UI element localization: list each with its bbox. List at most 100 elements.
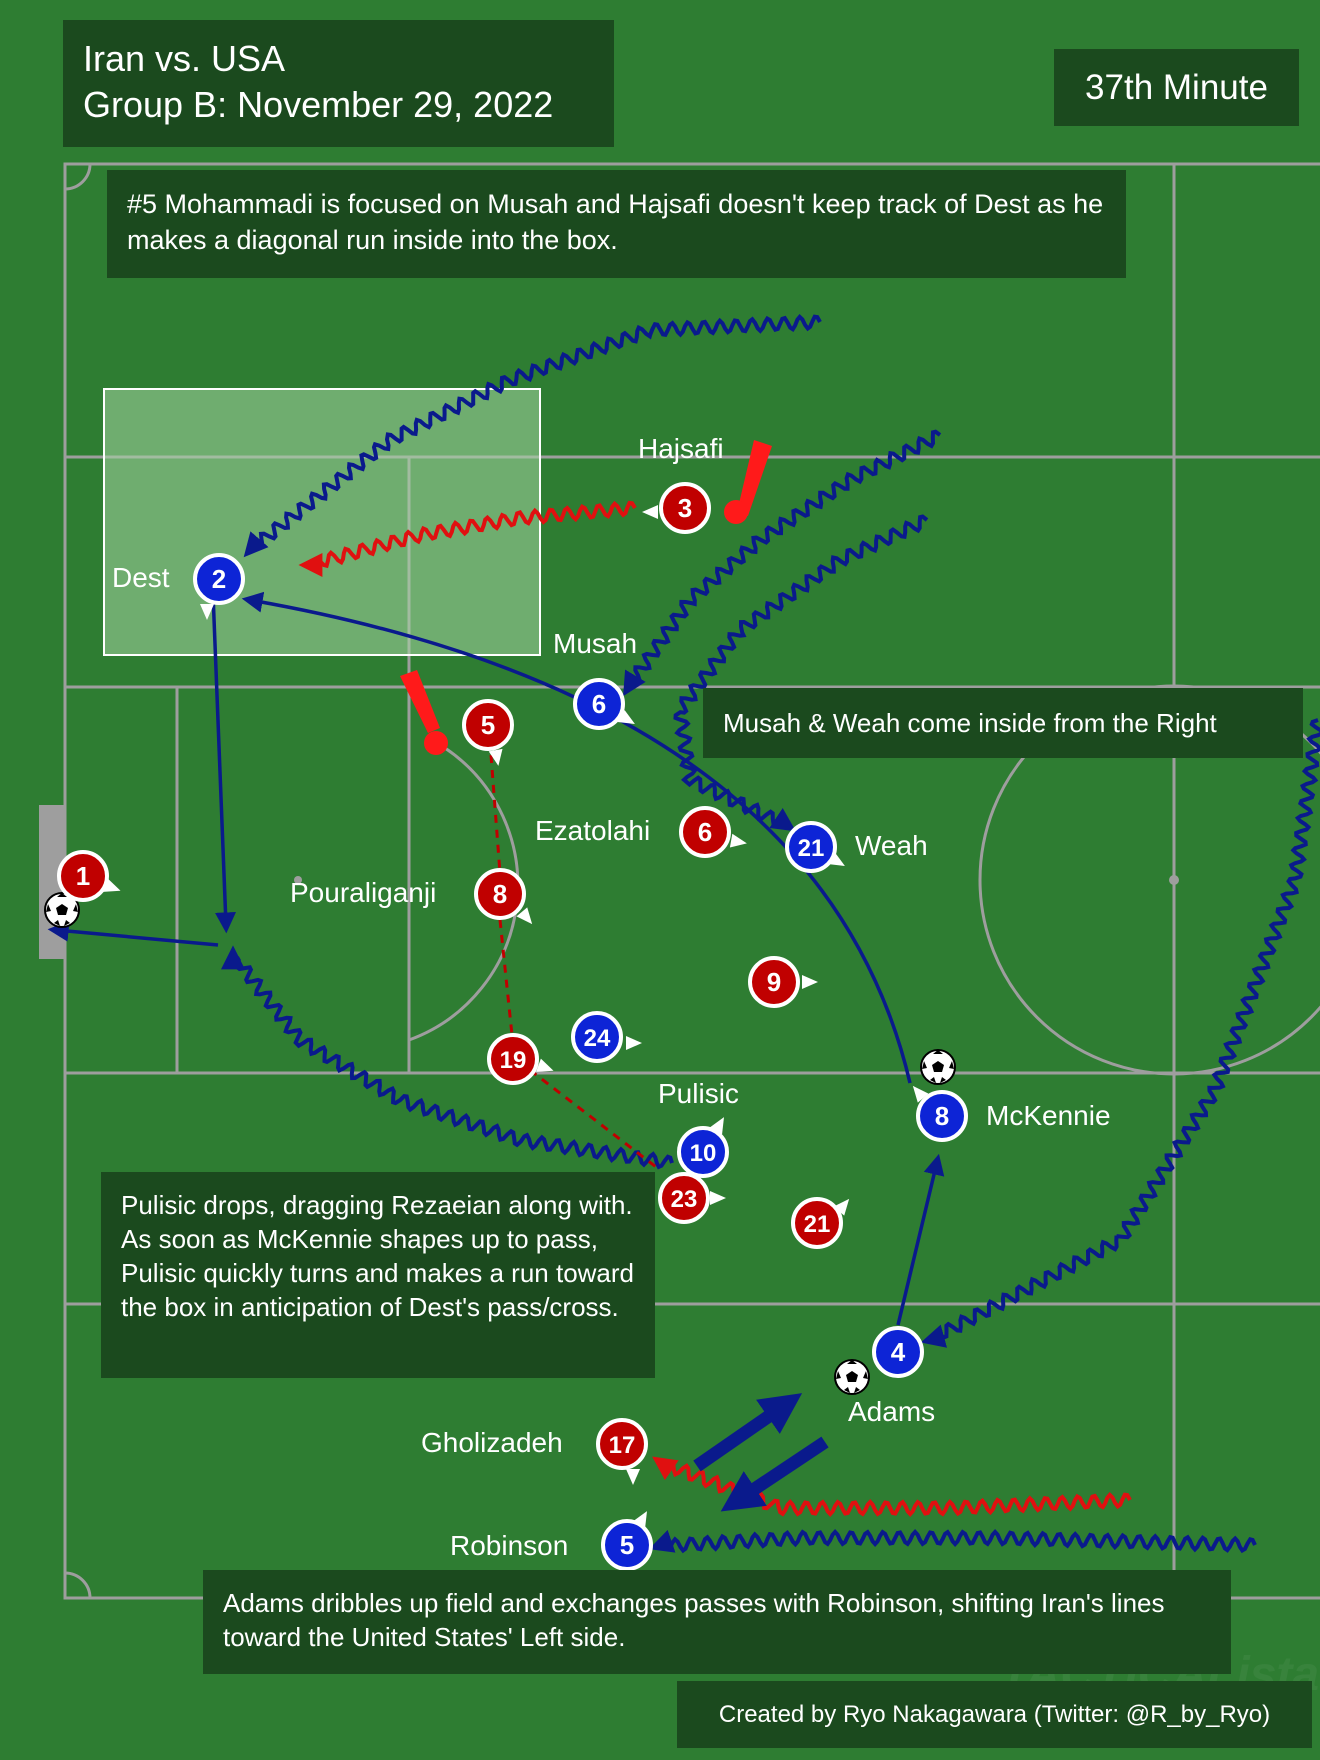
dest-pass-line — [211, 592, 236, 934]
credit-panel: Created by Ryo Nakagawara (Twitter: @R_b… — [677, 1681, 1312, 1748]
player-label-gholizadeh: Gholizadeh — [421, 1427, 563, 1458]
iran-player-no-19: 19 — [487, 1033, 554, 1085]
player-label-pouraliganji: Pouraliganji — [290, 877, 437, 908]
player-number: 1 — [76, 861, 90, 891]
player-label-robinson: Robinson — [450, 1530, 569, 1561]
direction-triangle-icon — [729, 833, 747, 848]
direction-triangle-icon — [709, 1117, 724, 1135]
player-disc — [785, 821, 837, 873]
weah-run-path — [673, 514, 929, 832]
direction-triangle-icon — [626, 1036, 642, 1050]
direction-triangle-icon — [536, 1058, 554, 1072]
annotation-top: #5 Mohammadi is focused on Musah and Haj… — [107, 170, 1126, 278]
player-label-weah: Weah — [855, 830, 928, 861]
player-disc — [791, 1197, 843, 1249]
direction-triangle-icon — [617, 709, 635, 724]
direction-triangle-icon — [802, 975, 818, 989]
usa-player-dest: 2 — [193, 553, 245, 620]
player-label-pulisic: Pulisic — [658, 1078, 739, 1109]
player-number: 21 — [804, 1211, 831, 1238]
iran-player-no-23: 23 — [658, 1172, 726, 1224]
player-disc — [193, 553, 245, 605]
iran-player-no-1: 1 — [57, 850, 121, 902]
player-label-dest: Dest — [112, 562, 170, 593]
iran-player-hajsafi: 3 — [642, 482, 711, 534]
direction-triangle-icon — [488, 748, 503, 766]
match-title: Iran vs. USA — [83, 38, 286, 79]
player-number: 21 — [798, 835, 825, 862]
soccer-ball-icon — [920, 1049, 956, 1085]
player-disc — [677, 1126, 729, 1178]
usa-player-robinson: 5 — [601, 1511, 653, 1571]
direction-triangle-icon — [833, 1198, 850, 1216]
adams-pass-line — [896, 1153, 945, 1326]
player-label-mckennie: McKennie — [986, 1100, 1111, 1131]
player-disc — [596, 1418, 648, 1470]
player-number: 5 — [481, 710, 495, 740]
minute-label: 37th Minute — [1085, 67, 1268, 107]
player-number: 5 — [620, 1530, 634, 1560]
usa-player-pulisic: 10 — [677, 1117, 729, 1178]
exchange-arrow-down — [720, 1436, 829, 1512]
player-number: 4 — [891, 1337, 906, 1367]
player-number: 17 — [609, 1432, 636, 1459]
pulisic-run-path — [221, 945, 674, 1170]
gholizadeh-run-path — [652, 1456, 1132, 1517]
annotation-right: Musah & Weah come inside from the Right — [703, 688, 1303, 758]
player-label-hajsafi: Hajsafi — [638, 433, 724, 464]
player-disc — [487, 1033, 539, 1085]
exclamation-icon — [724, 440, 772, 524]
right-flank-run-path — [920, 718, 1320, 1348]
iran-line-links — [489, 754, 661, 1172]
direction-triangle-icon — [827, 851, 845, 866]
direction-triangle-icon — [710, 1191, 726, 1205]
player-number: 8 — [493, 879, 507, 909]
usa-player-mckennie: 8 — [912, 1085, 968, 1142]
direction-triangle-icon — [626, 1469, 640, 1485]
usa-player-adams: 4 — [872, 1326, 924, 1378]
direction-triangle-icon — [912, 1085, 929, 1103]
minute-badge: 37th Minute — [1054, 49, 1299, 126]
iran-player-ezatolahi: 6 — [679, 806, 747, 858]
player-disc — [916, 1090, 968, 1142]
exchange-arrow-up — [693, 1393, 803, 1472]
player-label-musah: Musah — [553, 628, 638, 659]
player-number: 2 — [212, 564, 226, 594]
soccer-ball-icon — [834, 1359, 870, 1395]
cross-to-goal-line — [47, 920, 219, 947]
usa-player-weah: 21 — [785, 821, 845, 873]
player-disc — [601, 1519, 653, 1571]
usa-player-musah: 6 — [573, 678, 635, 730]
player-number: 9 — [767, 967, 781, 997]
robinson-run-path — [648, 1529, 1257, 1554]
soccer-ball-icon — [44, 892, 80, 928]
iran-player-no-21: 21 — [791, 1197, 850, 1249]
player-number: 8 — [935, 1101, 949, 1131]
musah-run-path — [623, 429, 942, 697]
player-disc — [659, 482, 711, 534]
player-disc — [872, 1326, 924, 1378]
hajsafi-run-path — [298, 500, 637, 577]
direction-triangle-icon — [200, 604, 214, 620]
player-disc — [573, 678, 625, 730]
match-subtitle: Group B: November 29, 2022 — [83, 84, 554, 125]
iran-player-pouraliganji: 8 — [474, 868, 533, 925]
player-disc — [658, 1172, 710, 1224]
iran-player-no-5: 5 — [462, 699, 514, 766]
player-number: 19 — [500, 1047, 527, 1074]
iran-player-no-9: 9 — [748, 956, 818, 1008]
player-disc — [462, 699, 514, 751]
player-number: 3 — [678, 493, 692, 523]
annotation-left: Pulisic drops, dragging Rezaeian along w… — [101, 1172, 655, 1378]
player-label-adams: Adams — [848, 1396, 936, 1427]
player-label-ezatolahi: Ezatolahi — [535, 815, 651, 846]
dest-run-path — [243, 313, 822, 558]
player-disc — [679, 806, 731, 858]
annotation-bottom: Adams dribbles up field and exchanges pa… — [203, 1570, 1231, 1674]
credit-text: Created by Ryo Nakagawara (Twitter: @R_b… — [718, 1700, 1271, 1728]
player-disc — [748, 956, 800, 1008]
exclamation-icon — [400, 670, 448, 755]
mckennie-pass-arc — [241, 591, 912, 1084]
iran-player-gholizadeh: 17 — [596, 1418, 648, 1485]
